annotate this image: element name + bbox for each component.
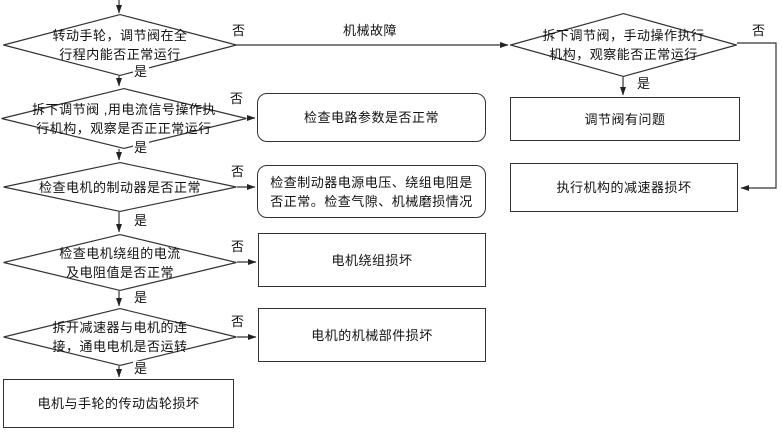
- decision-split-reducer-label: 拆开减速器与电机的连 接，通电电机是否运转: [52, 320, 188, 354]
- edge-label-yes-2: 是: [133, 140, 149, 155]
- decision-manual-actuator-label: 拆下调节阀，手动操作执行 机构，观察能否正常运行: [542, 28, 705, 62]
- edge-label-yes-1: 是: [133, 64, 149, 79]
- edge-label-no-4: 否: [230, 239, 246, 254]
- edge-label-mechanical-fault: 机械故障: [342, 23, 399, 38]
- decision-check-brake: 检查电机的制动器是否正常: [3, 162, 237, 212]
- diamond-shape: [3, 14, 237, 76]
- edge-label-yes-5: 是: [133, 361, 149, 376]
- edge-label-no-2: 否: [229, 91, 245, 106]
- edge-label-no-1: 否: [231, 23, 247, 38]
- process-motor-mech-damaged: 电机的机械部件损坏: [258, 308, 486, 362]
- edge-label-yes-6: 是: [636, 76, 652, 91]
- decision-current-signal-label: 拆下调节阀 ,用电流信号操作执 行机构，观察是否正正常运行: [32, 101, 216, 136]
- edge-label-no-5: 否: [230, 314, 246, 329]
- process-gear-damaged: 电机与手轮的传动齿轮损坏: [3, 379, 234, 428]
- edge-label-yes-4: 是: [133, 290, 149, 305]
- process-actuator-reducer-damaged: 执行机构的减速器损坏: [510, 163, 738, 212]
- process-check-circuit: 检查电路参数是否正常: [257, 93, 486, 142]
- edge-label-yes-3: 是: [133, 213, 149, 228]
- connector-rd-no: [737, 42, 777, 191]
- decision-turn-handwheel: 转动手轮，调节阀在全 行程内能否正常运行: [3, 14, 237, 76]
- edge-label-no-3: 否: [230, 164, 246, 179]
- decision-split-reducer: 拆开减速器与电机的连 接，通电电机是否运转: [3, 308, 237, 366]
- process-winding-damaged: 电机绕组损坏: [258, 233, 486, 287]
- edge-label-no-6: 否: [751, 23, 767, 38]
- process-valve-problem: 调节阀有问题: [510, 97, 740, 141]
- decision-check-winding-label: 检查电机绕组的电流 及电阻值是否正常: [59, 245, 181, 280]
- process-check-brake-power: 检查制动器电源电压、绕组电阻是 否正常。检查气隙、机械磨损情况: [257, 165, 486, 218]
- diamond-shape: [1, 88, 247, 149]
- diamond-shape: [510, 13, 737, 77]
- diamond-shape: [3, 308, 237, 366]
- decision-check-brake-label: 检查电机的制动器是否正常: [38, 179, 201, 195]
- diamond-shape: [3, 234, 237, 291]
- decision-current-signal: 拆下调节阀 ,用电流信号操作执 行机构，观察是否正正常运行: [1, 88, 247, 149]
- decision-check-winding: 检查电机绕组的电流 及电阻值是否正常: [3, 234, 237, 291]
- decision-turn-handwheel-label: 转动手轮，调节阀在全 行程内能否正常运行: [52, 28, 188, 62]
- decision-manual-actuator: 拆下调节阀，手动操作执行 机构，观察能否正常运行: [510, 13, 737, 77]
- diamond-shape: [3, 162, 237, 212]
